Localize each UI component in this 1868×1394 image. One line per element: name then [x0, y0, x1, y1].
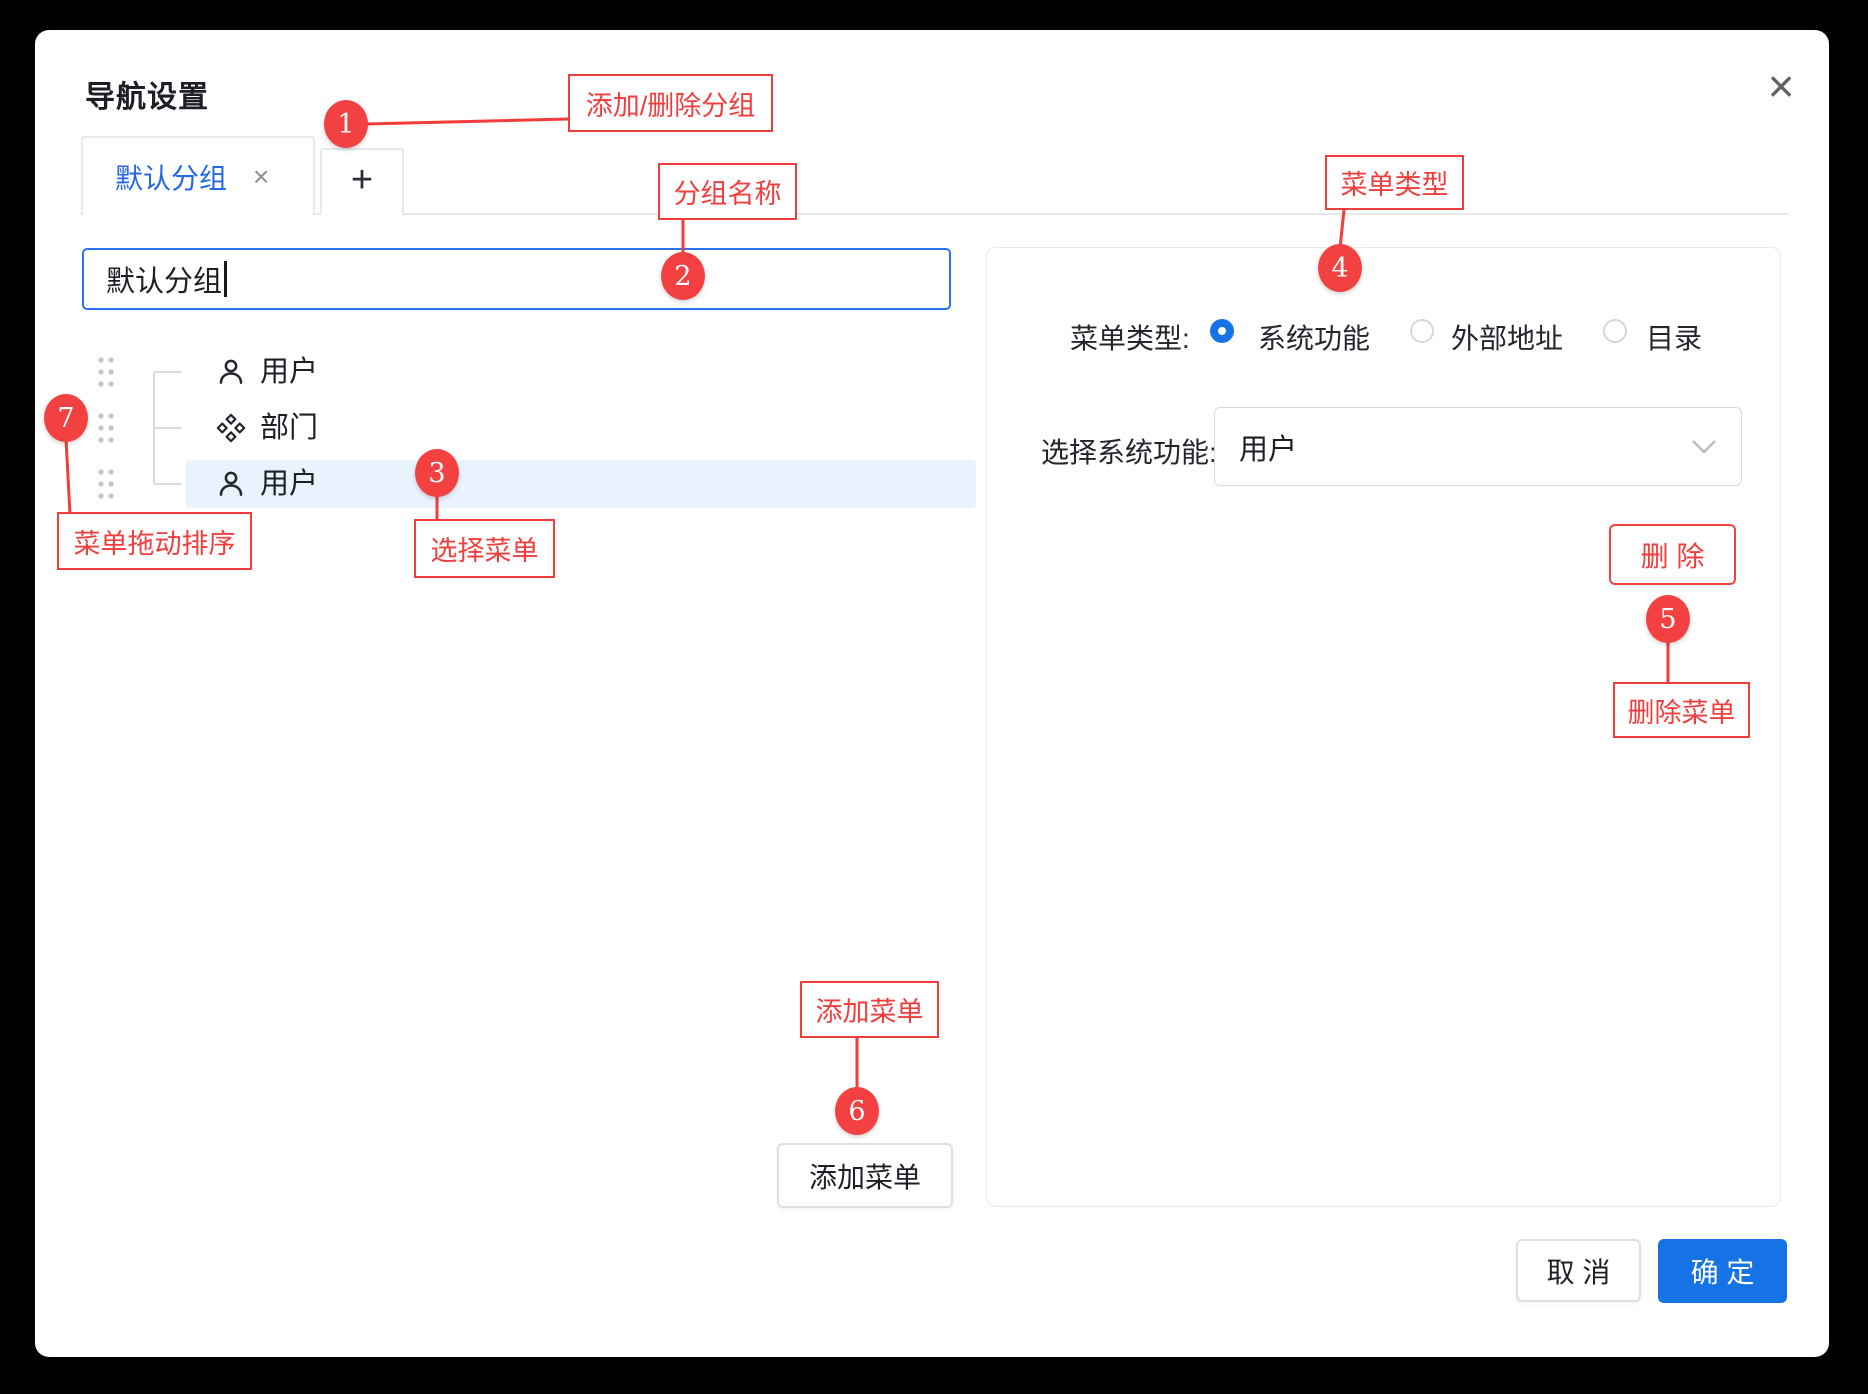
group-name-input[interactable]: 默认分组 — [82, 248, 951, 310]
group-name-value: 默认分组 — [106, 266, 223, 298]
annotation-box-menu-drag-sort: 菜单拖动排序 — [57, 512, 252, 570]
tree-item-user[interactable]: 用户 — [186, 348, 976, 396]
tab-label: 默认分组 — [115, 162, 228, 194]
annotation-box-delete-menu: 删除菜单 — [1613, 682, 1750, 738]
annotation-dot-6: 6 — [835, 1087, 879, 1135]
system-function-value: 用户 — [1239, 433, 1298, 466]
annotation-box-group-name: 分组名称 — [658, 163, 797, 220]
annotation-dot-4: 4 — [1318, 244, 1362, 292]
tree-item-label: 用户 — [260, 467, 319, 500]
drag-handle-icon[interactable] — [95, 411, 117, 445]
close-icon[interactable]: × — [1767, 60, 1795, 112]
chevron-down-icon — [1692, 439, 1716, 454]
navigation-settings-dialog: 导航设置 × 默认分组 × + 默认分组 — [35, 30, 1829, 1357]
annotation-box-add-delete-group: 添加/删除分组 — [568, 74, 773, 132]
system-function-label: 选择系统功能: — [1041, 437, 1217, 468]
plus-icon: + — [350, 159, 374, 201]
annotation-dot-1: 1 — [324, 100, 368, 148]
drag-handle-icon[interactable] — [95, 467, 117, 501]
page-title: 导航设置 — [85, 81, 209, 114]
tabbar-divider — [80, 213, 1788, 215]
drag-handle-icon[interactable] — [95, 355, 117, 389]
annotation-box-menu-type: 菜单类型 — [1325, 155, 1464, 210]
annotation-box-select-menu: 选择菜单 — [414, 519, 555, 578]
user-icon — [219, 359, 243, 384]
tree-item-user-selected[interactable]: 用户 — [186, 460, 976, 508]
annotation-dot-2: 2 — [661, 252, 705, 300]
radio-label-system-function[interactable]: 系统功能 — [1258, 323, 1371, 354]
system-function-select[interactable]: 用户 — [1214, 407, 1742, 486]
annotation-box-add-menu: 添加菜单 — [800, 981, 939, 1038]
tree-item-department[interactable]: 部门 — [186, 404, 976, 452]
annotation-dot-5: 5 — [1646, 595, 1690, 643]
radio-directory[interactable] — [1603, 319, 1627, 343]
tab-default-group[interactable]: 默认分组 × — [81, 136, 315, 215]
confirm-button[interactable]: 确 定 — [1658, 1239, 1787, 1303]
radio-external-address[interactable] — [1410, 319, 1434, 343]
tree-item-label: 部门 — [260, 411, 319, 444]
radio-system-function[interactable] — [1210, 319, 1234, 343]
tree-item-label: 用户 — [260, 355, 319, 388]
add-group-tab[interactable]: + — [320, 148, 404, 215]
cancel-button[interactable]: 取 消 — [1516, 1239, 1641, 1302]
add-menu-button[interactable]: 添加菜单 — [777, 1143, 953, 1208]
user-icon — [219, 471, 243, 496]
tab-close-icon[interactable]: × — [253, 160, 270, 192]
department-icon — [216, 413, 246, 443]
annotation-dot-7: 7 — [44, 394, 88, 442]
text-caret — [224, 261, 227, 297]
radio-label-external-address[interactable]: 外部地址 — [1451, 323, 1564, 354]
menu-type-label: 菜单类型: — [1070, 323, 1190, 354]
delete-button[interactable]: 删 除 — [1609, 524, 1736, 585]
radio-label-directory[interactable]: 目录 — [1646, 323, 1703, 354]
annotation-dot-3: 3 — [415, 449, 459, 497]
